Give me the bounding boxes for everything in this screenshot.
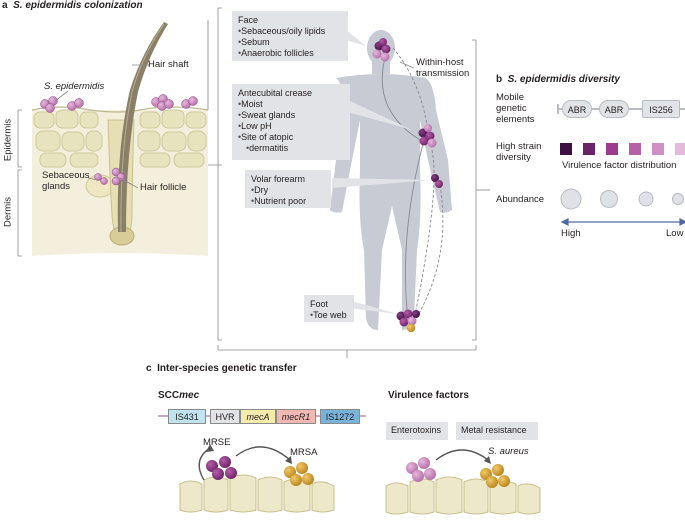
segment-meca: mecA	[240, 409, 276, 424]
callout-volar: Volar forearm Dry Nutrient poor	[245, 170, 331, 208]
scale-high-label: High	[561, 228, 581, 239]
antecubital-cluster	[418, 124, 437, 148]
face-item: Sebaceous/oily lipids	[238, 26, 342, 37]
enterotoxins-box: Enterotoxins	[386, 422, 448, 440]
mrsa-label: MRSA	[290, 447, 318, 458]
abr-element: ABR	[562, 100, 592, 118]
antecubital-item: Sweat glands	[238, 110, 344, 121]
s-aureus-label: S. aureus	[488, 446, 529, 457]
foot-cluster	[396, 309, 420, 333]
transmission-paths	[381, 47, 444, 323]
panel-b-title-text: S. epidermidis diversity	[507, 74, 620, 85]
abundance-label: Abundance	[496, 194, 545, 205]
panel-c-title-text: Inter-species genetic transfer	[157, 363, 297, 374]
scc-mec-title: SCCmec	[158, 390, 200, 401]
transfer-arrow-right	[435, 449, 489, 461]
callout-pointers	[332, 30, 432, 314]
skin-chunk-right	[385, 476, 541, 515]
abr-element: ABR	[599, 100, 629, 118]
arrowheads-left	[206, 444, 292, 464]
antecubital-item: Low pH	[238, 121, 344, 132]
s-epidermidis-label: S. epidermidis	[44, 81, 105, 92]
metal-resistance-box: Metal resistance	[456, 422, 538, 440]
virulence-factors-title: Virulence factors	[388, 390, 469, 401]
vf-donor-cluster	[406, 457, 436, 482]
vf-recipient-cluster	[480, 464, 510, 488]
antecubital-title: Antecubital crease	[238, 88, 313, 98]
panel-a-brackets	[17, 20, 222, 257]
dermis-label: Dermis	[2, 196, 14, 228]
face-cluster	[372, 38, 391, 62]
hair-shaft-label: Hair shaft	[148, 59, 189, 70]
segment-is1272: IS1272	[320, 409, 360, 424]
callout-foot: Foot Toe web	[304, 295, 354, 322]
mrse-label: MRSE	[203, 437, 231, 448]
panel-a-title: a S. epidermidis colonization	[2, 0, 143, 11]
segment-is431: IS431	[168, 409, 206, 424]
face-title: Face	[238, 15, 259, 25]
volar-item: Dry	[251, 185, 325, 196]
mrse-cluster	[206, 456, 237, 480]
skin-bacteria	[40, 94, 198, 186]
segment-mecr1: mecR1	[276, 409, 316, 424]
skin-section	[31, 22, 209, 256]
panel-a-title-text: S. epidermidis colonization	[13, 0, 143, 11]
abundance-circles	[560, 188, 684, 210]
hair-follicle-label: Hair follicle	[140, 182, 187, 193]
panel-a-body-brackets	[217, 7, 490, 358]
volar-title: Volar forearm	[251, 174, 306, 184]
mrsa-cluster	[284, 462, 314, 486]
within-host-label: Within-host transmission	[416, 57, 470, 79]
antecubital-item: Site of atopic	[238, 132, 344, 143]
panel-b-title: b S. epidermidis diversity	[496, 74, 620, 85]
mobile-elements-label: Mobile genetic elements	[496, 92, 535, 125]
callout-face: Face Sebaceous/oily lipids Sebum Anaerob…	[232, 11, 348, 61]
callout-antecubital: Antecubital crease Moist Sweat glands Lo…	[232, 84, 350, 160]
strain-diversity-label: High strain diversity	[496, 141, 542, 163]
sebaceous-glands-label: Sebaceous glands	[42, 170, 90, 192]
epidermis-label: Epidermis	[2, 118, 14, 162]
foot-title: Foot	[310, 299, 329, 309]
antecubital-item: dermatitis	[238, 143, 344, 154]
abundance-arrow	[560, 218, 685, 226]
volar-item: Nutrient poor	[251, 196, 325, 207]
forearm-cluster	[431, 174, 443, 188]
within-host-leader	[399, 61, 415, 69]
arrowhead-right	[484, 456, 491, 464]
antecubital-item: Moist	[238, 99, 344, 110]
is256-element: IS256	[642, 100, 680, 118]
face-item: Anaerobic follicles	[238, 48, 342, 59]
face-item: Sebum	[238, 37, 342, 48]
segment-hvr: HVR	[210, 409, 240, 424]
strain-squares	[560, 143, 685, 155]
skin-chunk-left	[179, 474, 335, 513]
virulence-caption: Virulence factor distribution	[562, 160, 677, 171]
foot-item: Toe web	[310, 310, 348, 321]
scale-low-label: Low	[666, 228, 684, 239]
panel-c-title: c Inter-species genetic transfer	[146, 363, 297, 374]
